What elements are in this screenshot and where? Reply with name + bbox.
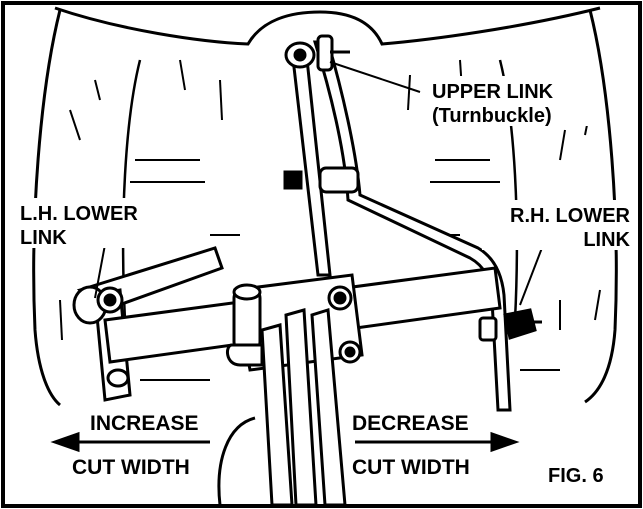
increase-arrow [50,431,210,453]
lh-lower-link-label: L.H. LOWER LINK [18,198,168,249]
lh-lower-link-label-line2: LINK [20,227,67,249]
pto-shaft-and-rods [217,283,347,507]
decrease-label-line1: DECREASE [352,412,469,435]
rh-lower-link-label-line2: LINK [583,229,630,251]
upper-link-label-line1: UPPER LINK [432,81,554,103]
figure-number: FIG. 6 [548,465,604,487]
upper-link-label: UPPER LINK (Turnbuckle) [428,76,596,127]
decrease-arrow [355,431,520,453]
lh-lower-link-label-line1: L.H. LOWER [20,203,138,225]
increase-label-line1: INCREASE [90,412,199,435]
rh-lower-link-label: R.H. LOWER LINK [482,200,632,251]
rh-lower-link-bracket [478,308,542,342]
decrease-label-line2: CUT WIDTH [352,456,470,479]
increase-label-line2: CUT WIDTH [72,456,190,479]
increase-cut-width-label: INCREASE CUT WIDTH [72,412,199,479]
upper-link-label-line2: (Turnbuckle) [432,105,552,127]
upper-link-turnbuckle [283,34,512,412]
rh-lower-link-label-line1: R.H. LOWER [510,205,631,227]
decrease-cut-width-label: DECREASE CUT WIDTH [352,412,470,479]
tire-tread-left [59,59,240,381]
